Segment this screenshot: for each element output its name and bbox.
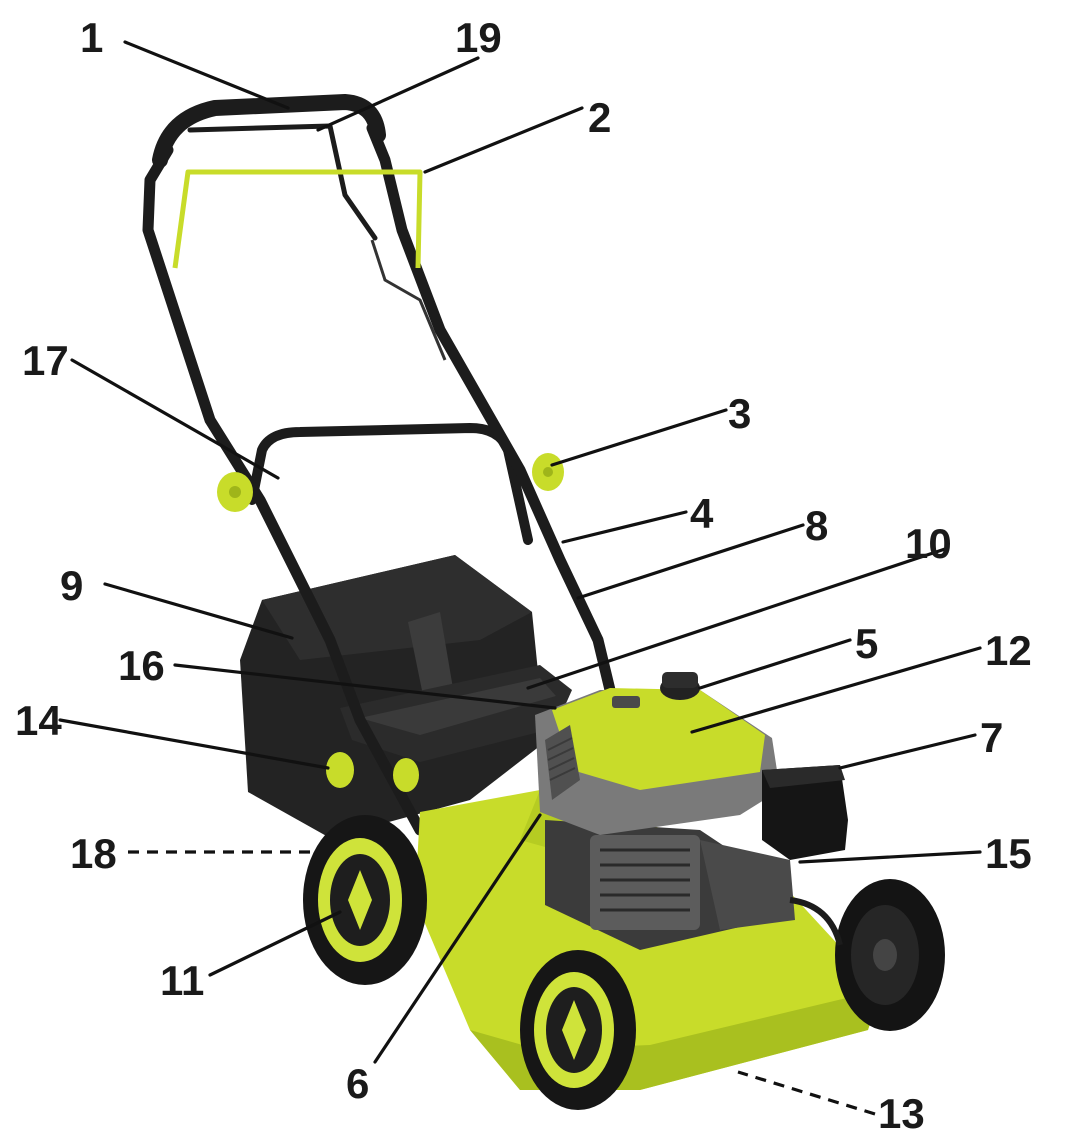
leader-line-10 (526, 546, 950, 690)
leader-line-8 (576, 523, 805, 600)
leader-line-19 (316, 56, 480, 132)
bail-inner-bar (187, 123, 378, 241)
control-cable (370, 239, 447, 361)
callout-16: 16 (118, 642, 165, 689)
safety-bail (172, 169, 423, 269)
callout-5: 5 (855, 620, 878, 667)
rear-wheel (303, 815, 427, 985)
leader-line-9 (103, 582, 294, 640)
leader-line-14 (58, 718, 330, 770)
callout-17: 17 (22, 337, 69, 384)
callout-9: 9 (60, 562, 83, 609)
callout-12: 12 (985, 627, 1032, 674)
leader-line-17 (70, 358, 280, 480)
handle-knob-left (217, 472, 253, 512)
leader-line-3 (550, 408, 728, 467)
callout-10: 10 (905, 520, 952, 567)
height-lever-knob-left (326, 752, 354, 788)
engine (545, 820, 795, 950)
leader-line-11 (208, 910, 342, 977)
leader-line-5 (698, 638, 852, 690)
fuel-cap (660, 672, 700, 700)
rear-cover (340, 665, 572, 762)
leader-line-2 (423, 106, 584, 174)
leader-line-16 (173, 663, 557, 710)
front-wheel-right (835, 879, 945, 1031)
leader-line-7 (838, 733, 977, 770)
callout-3: 3 (728, 390, 751, 437)
callout-18: 18 (70, 830, 117, 877)
callout-13: 13 (878, 1090, 925, 1135)
callout-8: 8 (805, 502, 828, 549)
callout-labels: 1 19 2 17 3 4 8 10 9 5 12 16 14 7 18 15 … (15, 14, 1032, 1135)
callout-7: 7 (980, 714, 1003, 761)
lawn-mower-illustration (142, 94, 945, 1110)
leader-line-6 (373, 813, 542, 1064)
callout-11: 11 (160, 957, 204, 1004)
callout-leaders (58, 40, 982, 1116)
bag-support-bar (247, 423, 533, 545)
top-grip (152, 94, 386, 168)
air-filter (762, 765, 848, 860)
callout-19: 19 (455, 14, 502, 61)
callout-15: 15 (985, 830, 1032, 877)
handle-left-tube (142, 144, 426, 836)
leader-line-1 (123, 40, 290, 110)
leader-line-4 (561, 510, 688, 544)
callout-14: 14 (15, 697, 62, 744)
handle-knob-right (532, 453, 564, 491)
callout-6: 6 (346, 1060, 369, 1107)
axle-strut (789, 897, 843, 946)
callout-2: 2 (588, 94, 611, 141)
leader-line-15 (798, 850, 982, 864)
front-wheel-left (520, 950, 636, 1110)
leader-line-13 (737, 1070, 876, 1116)
engine-cover (535, 688, 780, 835)
leader-line-12 (690, 646, 982, 734)
callout-4: 4 (690, 490, 714, 537)
height-lever-knob-right (393, 758, 419, 792)
callout-1: 1 (80, 14, 103, 61)
